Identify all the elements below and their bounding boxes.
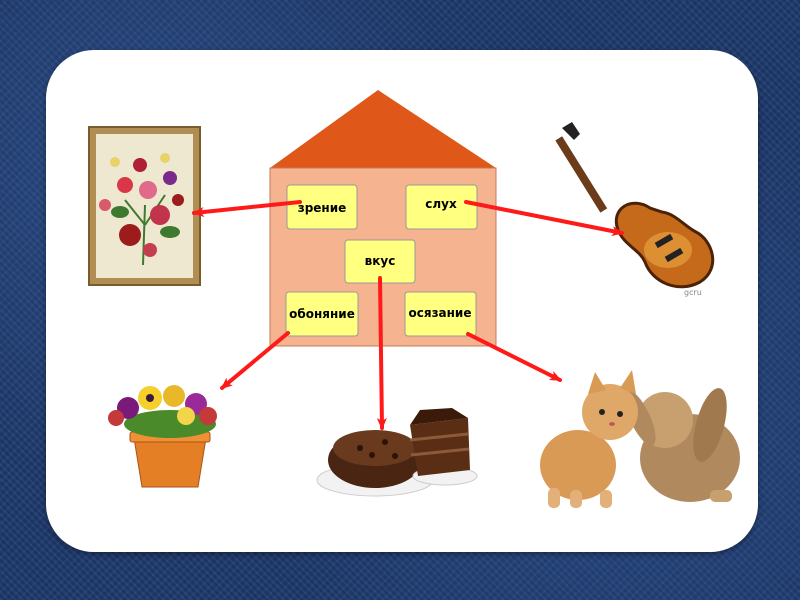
arrow-smell — [220, 331, 290, 390]
sense-box-smell: обоняние — [285, 291, 359, 337]
arrow-hearing — [464, 200, 624, 236]
sense-label-smell: обоняние — [289, 307, 355, 321]
arrows — [192, 200, 624, 430]
sense-label-sight: зрение — [298, 201, 347, 215]
house-roof — [270, 90, 496, 168]
sense-box-sight: зрение — [286, 184, 358, 230]
sense-label-taste: вкус — [365, 254, 396, 268]
potted-pansies — [108, 385, 217, 488]
arrow-sight — [192, 200, 302, 217]
arrow-taste — [376, 276, 387, 430]
embroidered-flower-picture — [88, 126, 201, 286]
sense-label-hearing: слух — [425, 197, 457, 211]
sense-label-touch: осязание — [409, 306, 472, 320]
chocolate-cake — [316, 408, 478, 497]
kitten-and-rabbit — [515, 362, 746, 512]
electric-guitar: gcru — [555, 122, 715, 297]
sense-box-taste: вкус — [344, 239, 416, 284]
sense-box-touch: осязание — [404, 291, 477, 337]
watermark: gcru — [684, 288, 702, 297]
sense-box-hearing: слух — [405, 184, 478, 230]
arrow-touch — [466, 332, 562, 382]
